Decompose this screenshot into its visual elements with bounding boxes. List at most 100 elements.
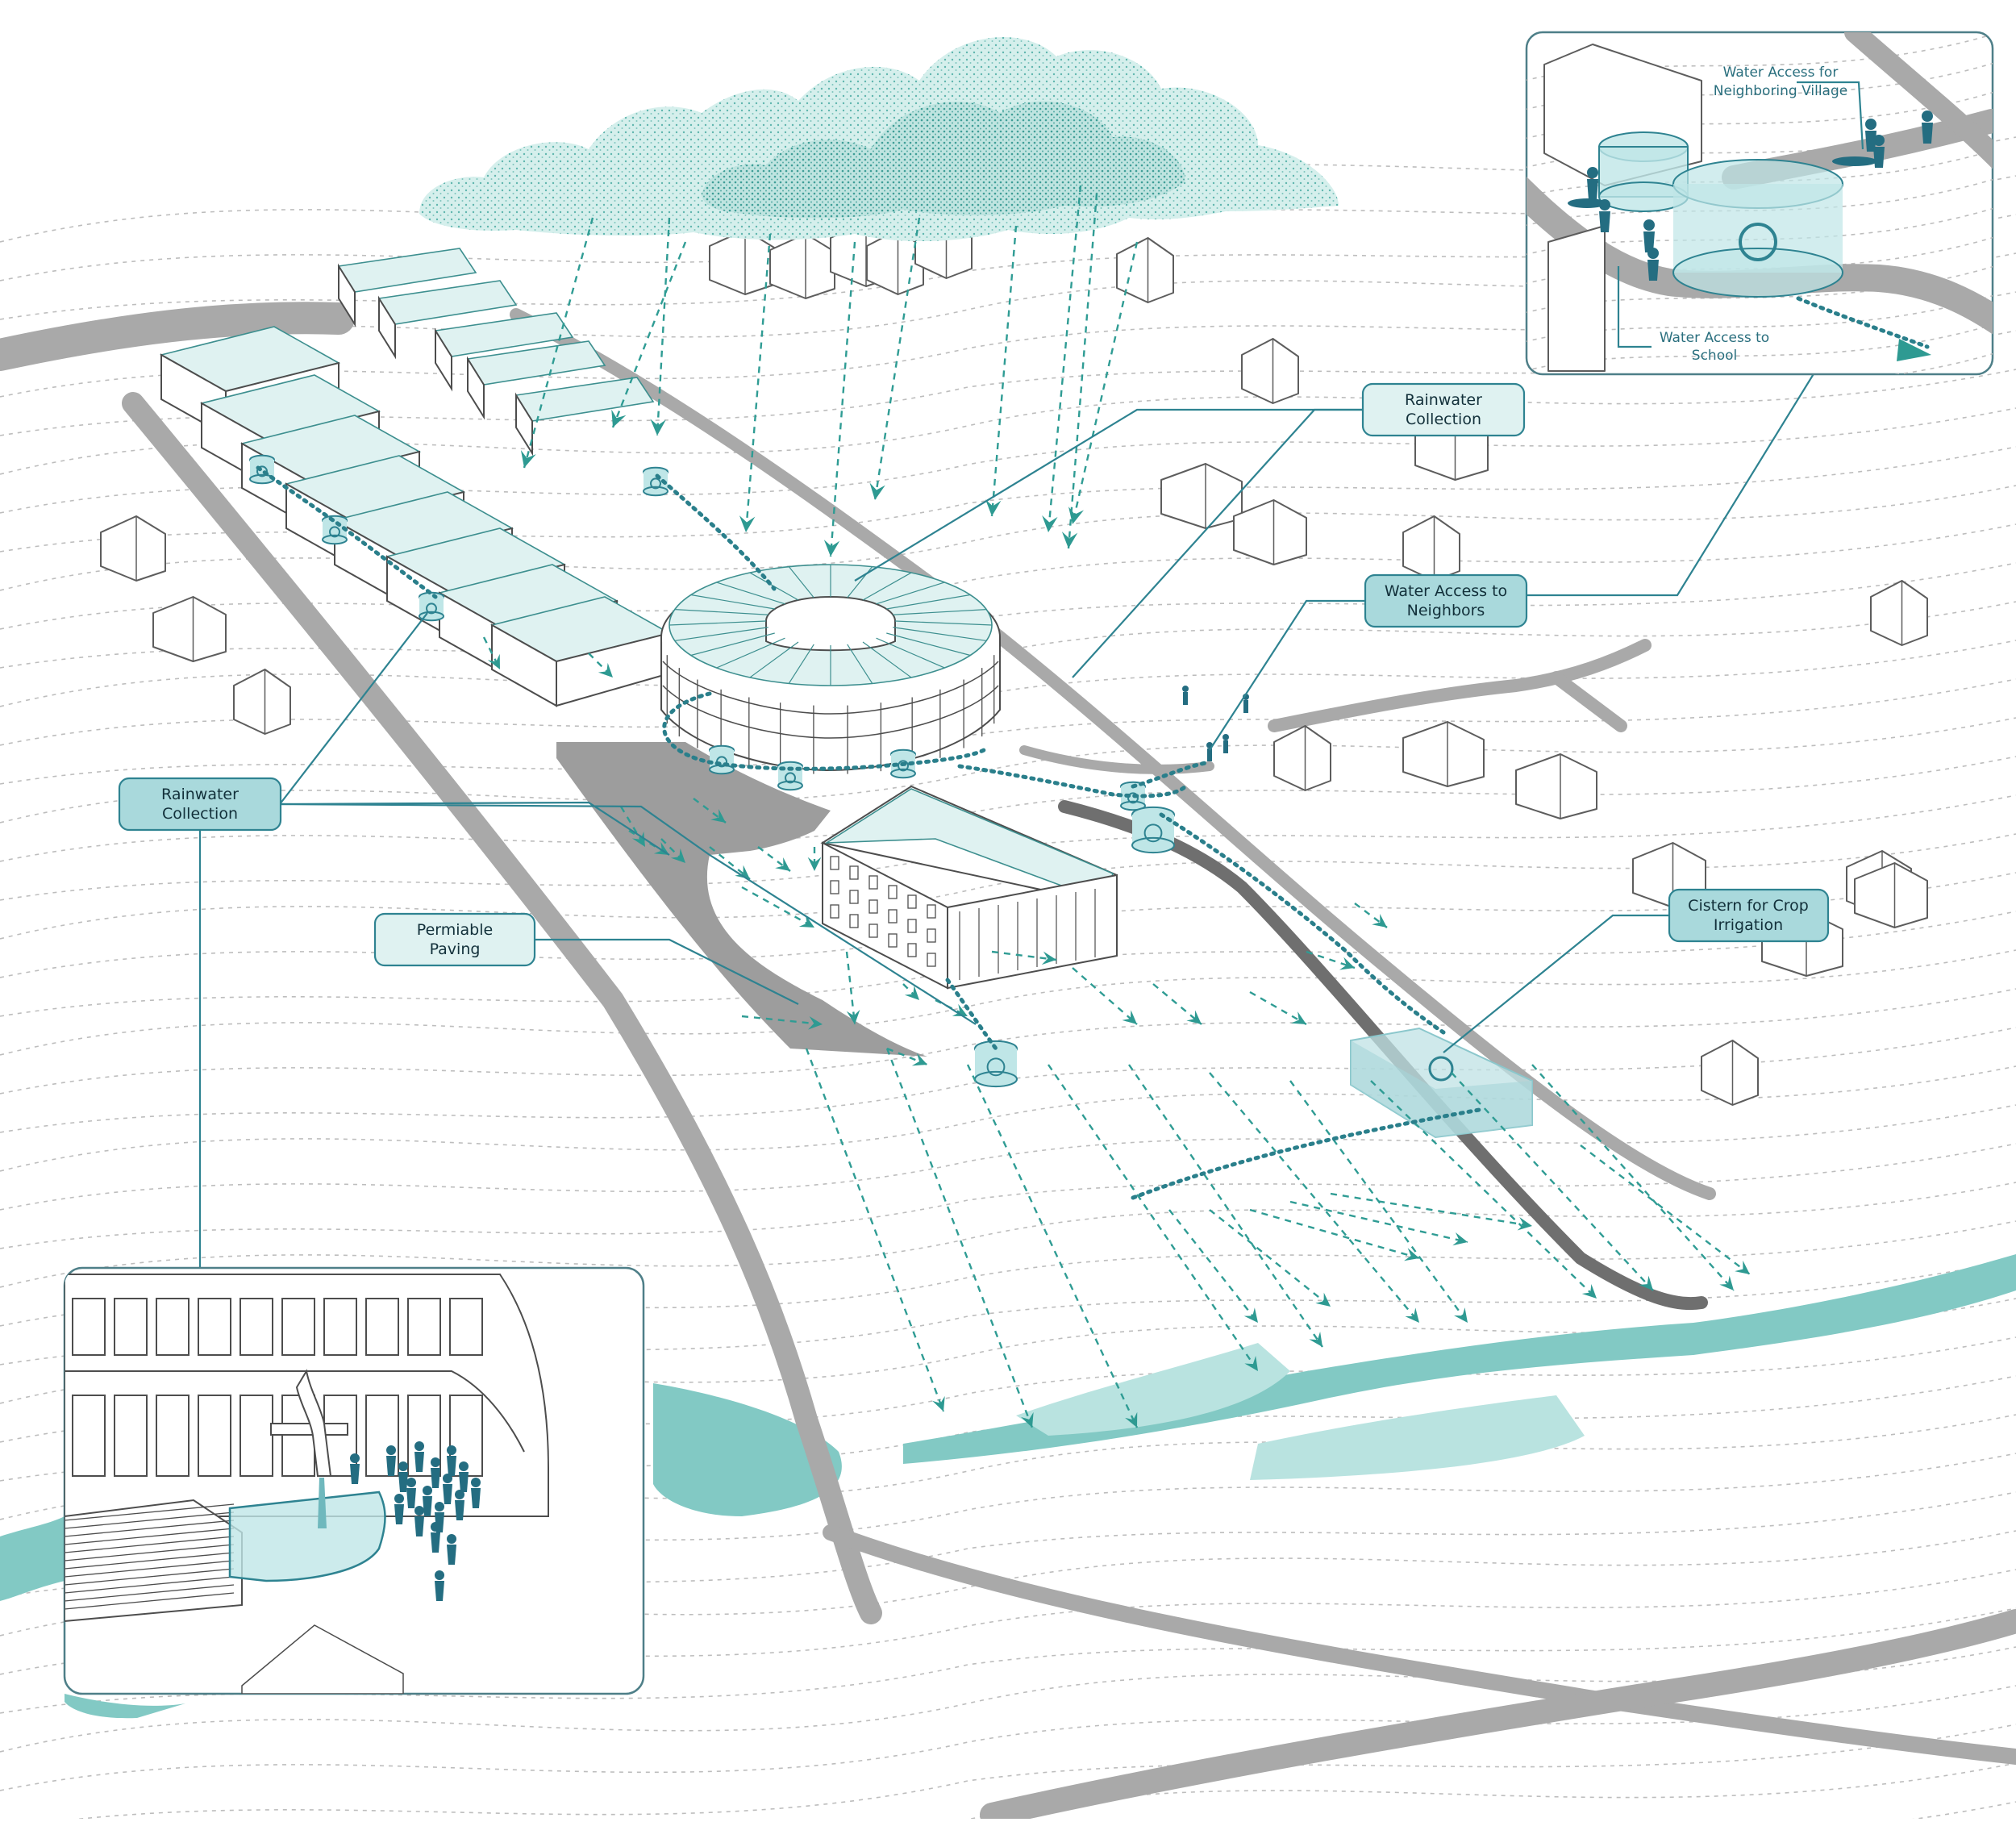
flow-line <box>1249 1208 1420 1260</box>
person-head <box>459 1461 469 1471</box>
flow-arrowhead <box>798 915 814 928</box>
rain-cloud <box>419 36 1339 242</box>
tank-cycle-icon <box>329 526 340 538</box>
person-head <box>455 1490 464 1499</box>
window <box>849 890 859 904</box>
person-body <box>1865 131 1876 152</box>
person-body <box>414 1452 424 1472</box>
crop-cistern <box>1350 1027 1533 1139</box>
window <box>849 865 859 880</box>
person-head <box>350 1453 360 1463</box>
stair-step <box>65 1503 235 1521</box>
person-head <box>394 1494 404 1503</box>
terrace-roof <box>514 377 655 422</box>
river <box>0 1254 2016 1719</box>
flow-line <box>1209 1209 1331 1307</box>
window <box>198 1395 231 1477</box>
person-body <box>459 1472 469 1492</box>
window <box>114 1298 148 1356</box>
flow-line <box>885 1048 1034 1428</box>
person-head <box>1647 248 1659 259</box>
window <box>868 924 878 938</box>
roof-rib <box>862 641 912 678</box>
flow-arrowhead <box>1068 507 1084 524</box>
inset-building-water-tap <box>63 1266 645 1695</box>
house <box>1233 499 1307 565</box>
flow-arrowhead <box>823 540 840 557</box>
tank-cycle-icon <box>1127 792 1139 804</box>
window <box>927 953 936 967</box>
house <box>1870 580 1928 646</box>
flow-line <box>902 983 920 1001</box>
tank-cycle-icon <box>256 465 268 477</box>
flow-arrowhead <box>1719 1275 1734 1290</box>
flow-line <box>744 233 772 533</box>
svg-text:Neighbors: Neighbors <box>1407 602 1485 619</box>
house <box>100 515 166 582</box>
flow-line <box>656 217 671 436</box>
window <box>407 1298 441 1356</box>
flow-line <box>1531 1064 1735 1291</box>
label-permiable-paving: Permiable Paving <box>373 912 536 967</box>
tank-cycle-icon <box>986 1057 1006 1077</box>
flow-arrowhead <box>869 482 885 500</box>
person-head <box>431 1457 440 1467</box>
permiable-paving-area <box>556 742 927 1057</box>
roads <box>0 302 2016 1822</box>
roof-rib <box>690 632 775 657</box>
window <box>907 943 917 957</box>
flow-line <box>1047 185 1082 533</box>
house <box>1402 515 1460 582</box>
person-body <box>443 1484 452 1504</box>
person-body <box>350 1464 360 1484</box>
person-body <box>1599 211 1610 232</box>
contour-line <box>0 640 2016 746</box>
rainwater-tanks <box>249 454 1175 1088</box>
stair-step <box>65 1528 235 1545</box>
flow-arrowhead <box>1517 1217 1532 1231</box>
contour-line <box>0 678 2016 785</box>
flow-arrowhead <box>1061 532 1078 548</box>
svg-text:Collection: Collection <box>1406 411 1481 428</box>
svg-text:Irrigation: Irrigation <box>1714 916 1783 934</box>
contour-line <box>0 1646 2016 1753</box>
flow-arrowhead <box>846 1009 860 1024</box>
flow-arrowhead <box>1454 1307 1468 1323</box>
lower-school-building <box>820 785 1118 990</box>
roof-rib <box>893 627 987 642</box>
roof-rib <box>876 582 945 605</box>
flow-line <box>611 241 687 428</box>
tank-bottom <box>1131 836 1175 854</box>
flow-line <box>991 950 1057 961</box>
flow-arrowhead <box>598 662 613 678</box>
terrace-wall <box>338 263 356 327</box>
window <box>72 1298 106 1356</box>
roof-rib <box>788 644 814 684</box>
person-body <box>414 1516 424 1536</box>
roof-rib <box>749 641 799 678</box>
flow-line <box>1580 1144 1751 1275</box>
person-head <box>414 1441 424 1451</box>
contour-line <box>1527 351 1993 374</box>
svg-text:Neighboring Village: Neighboring Village <box>1714 83 1847 99</box>
stair-step <box>65 1584 235 1602</box>
roof-rib <box>788 566 814 598</box>
contour-line <box>0 833 2016 940</box>
flow-line <box>1152 983 1202 1025</box>
roof-rib <box>690 594 775 610</box>
person-head <box>423 1486 432 1495</box>
terrace-wall <box>378 295 396 360</box>
flow-line <box>1072 967 1138 1025</box>
flow-arrowhead <box>1405 1307 1419 1323</box>
flow-arrowhead <box>1042 515 1058 532</box>
house <box>1701 1040 1759 1106</box>
contour-line <box>0 523 2016 630</box>
house <box>1241 338 1299 404</box>
stair-step <box>65 1511 235 1529</box>
flow-line <box>1128 1064 1323 1348</box>
person-head <box>1587 167 1598 178</box>
person-body <box>386 1456 396 1476</box>
flow-arrowhead <box>1309 1332 1322 1347</box>
label-rainwater-collection-top: Rainwater Collection <box>1361 382 1526 437</box>
window <box>72 1395 106 1477</box>
